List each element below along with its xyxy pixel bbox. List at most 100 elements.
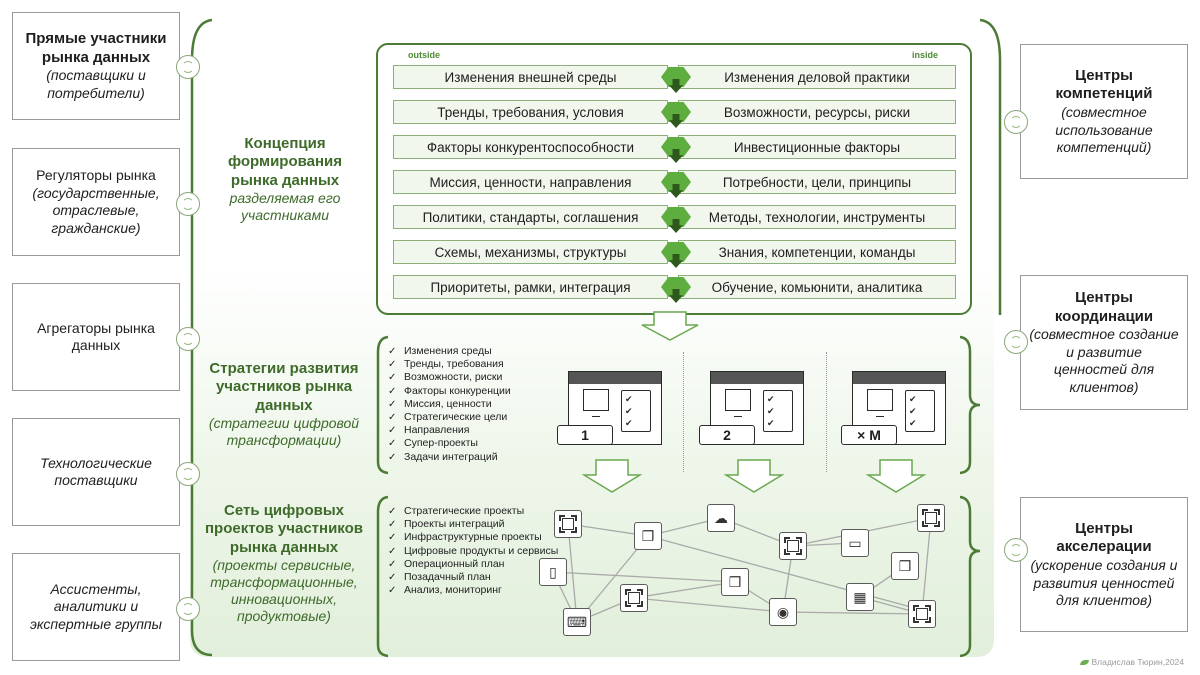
concept-row-outside: Политики, стандарты, соглашения [393, 205, 668, 229]
concept-row-inside: Изменения деловой практики [678, 65, 956, 89]
chip-icon [908, 600, 936, 628]
checklist-item: Возможности, риски [388, 371, 511, 384]
checklist-icon [763, 390, 793, 432]
chip-icon [554, 510, 582, 538]
checklist-item: Супер-проекты [388, 437, 511, 450]
cube-icon: ❒ [721, 568, 749, 596]
concept-row-inside: Инвестиционные факторы [678, 135, 956, 159]
left-box-regulators: Регуляторы рынка (государственные, отрас… [12, 148, 180, 256]
outside-label: outside [408, 50, 441, 60]
strategy-card-number: 2 [699, 425, 755, 445]
strategy-card-number: × M [841, 425, 897, 445]
checklist-item: Миссия, ценности [388, 398, 511, 411]
link-ring-icon [176, 55, 200, 79]
cube-icon: ❒ [891, 552, 919, 580]
author-text: Владислав Тюрин,2024 [1091, 657, 1184, 667]
checklist-item: Инфраструктурные проекты [388, 531, 558, 544]
link-ring-icon [176, 462, 200, 486]
checklist-item: Позадачный план [388, 571, 558, 584]
code-window-icon: ⌨ [563, 608, 591, 636]
checklist-item: Направления [388, 424, 511, 437]
hexagon-connector-icon [661, 137, 691, 157]
strategy-card: × M [841, 371, 946, 445]
right-box-title: Центры координации [1054, 288, 1154, 325]
concept-title: Концепция формирования рынка данных разд… [210, 135, 360, 224]
checklist-item: Изменения среды [388, 345, 511, 358]
concept-subtitle: разделяемая его участниками [229, 189, 341, 223]
checklist-item: Тренды, требования [388, 358, 511, 371]
right-box-acceleration-centers: Центры акселерации (ускорение создания и… [1020, 497, 1188, 632]
checklist-item: Операционный план [388, 558, 558, 571]
network-checklist: Стратегические проектыПроекты интеграций… [388, 505, 558, 598]
concept-row-outside: Миссия, ценности, направления [393, 170, 668, 194]
divider [683, 352, 684, 472]
right-box-title: Центры акселерации [1056, 519, 1152, 556]
right-box-title: Центры компетенций [1055, 66, 1153, 103]
checklist-item: Факторы конкуренции [388, 385, 511, 398]
concept-row-outside: Приоритеты, рамки, интеграция [393, 275, 668, 299]
link-ring-icon [176, 327, 200, 351]
concept-row-inside: Возможности, ресурсы, риски [678, 100, 956, 124]
checklist-item: Проекты интеграций [388, 518, 558, 531]
strategy-card-number: 1 [557, 425, 613, 445]
right-box-subtitle: (совместное использование компетенций) [1055, 104, 1153, 155]
down-arrow-icon [866, 459, 926, 493]
concept-row-outside: Тренды, требования, условия [393, 100, 668, 124]
checklist-item: Цифровые продукты и сервисы [388, 545, 558, 558]
checklist-item: Анализ, мониторинг [388, 584, 558, 597]
cube-icon: ❒ [634, 522, 662, 550]
strategy-title: Стратегии развития участников рынка данн… [202, 360, 366, 449]
hexagon-connector-icon [661, 277, 691, 297]
left-box-tech-suppliers: Технологические поставщики [12, 418, 180, 526]
hexagon-connector-icon [661, 102, 691, 122]
cloud-upload-icon: ☁ [707, 504, 735, 532]
qr-code-icon: ▦ [846, 583, 874, 611]
left-box-subtitle: (государственные, отраслевые, граждански… [32, 184, 160, 236]
author-footer: Владислав Тюрин,2024 [1080, 657, 1184, 667]
checklist-item: Стратегические проекты [388, 505, 558, 518]
left-box-title: Агрегаторы рынка данных [37, 319, 155, 354]
checklist-icon [621, 390, 651, 432]
strategy-card: 1 [557, 371, 662, 445]
link-ring-icon [176, 597, 200, 621]
checklist-item: Задачи интеграций [388, 451, 511, 464]
hexagon-connector-icon [661, 242, 691, 262]
right-box-subtitle: (совместное создание и развитие ценносте… [1029, 326, 1179, 395]
strategy-checklist: Изменения средыТренды, требованияВозможн… [388, 345, 511, 464]
link-ring-icon [1004, 330, 1028, 354]
right-box-subtitle: (ускорение создания и развития ценностей… [1030, 557, 1178, 608]
monitor-icon [867, 389, 893, 417]
divider [826, 352, 827, 472]
strategy-title-text: Стратегии развития участников рынка данн… [209, 360, 359, 414]
network-subtitle: (проекты сервисные, трансформационные, и… [210, 556, 358, 625]
inside-label: inside [912, 50, 939, 60]
eye-scan-icon: ◉ [769, 598, 797, 626]
down-arrow-icon [582, 459, 642, 493]
concept-row-inside: Обучение, комьюнити, аналитика [678, 275, 956, 299]
link-ring-icon [176, 192, 200, 216]
left-box-title: Регуляторы рынка [36, 167, 156, 183]
hexagon-connector-icon [661, 67, 691, 87]
network-title: Сеть цифровых проектов участников рынка … [198, 502, 370, 625]
left-box-aggregators: Агрегаторы рынка данных [12, 283, 180, 391]
concept-row-inside: Потребности, цели, принципы [678, 170, 956, 194]
left-box-assistants: Ассистенты, аналитики и экспертные групп… [12, 553, 180, 661]
left-box-title: Прямые участники рынка данных [25, 29, 167, 66]
chip-icon [917, 504, 945, 532]
concept-row-inside: Знания, компетенции, команды [678, 240, 956, 264]
monitor-icon [725, 389, 751, 417]
concept-title-text: Концепция формирования рынка данных [227, 135, 343, 189]
concept-row-outside: Факторы конкурентоспособности [393, 135, 668, 159]
chip-icon [779, 532, 807, 560]
chip-icon [620, 584, 648, 612]
right-box-coordination-centers: Центры координации (совместное создание … [1020, 275, 1188, 410]
hexagon-connector-icon [661, 172, 691, 192]
checklist-item: Стратегические цели [388, 411, 511, 424]
strategy-card: 2 [699, 371, 804, 445]
down-arrow-icon [724, 459, 784, 493]
leaf-icon [1080, 660, 1090, 666]
monitor-icon [583, 389, 609, 417]
hexagon-connector-icon [661, 207, 691, 227]
browser-window-icon: ▭ [841, 529, 869, 557]
